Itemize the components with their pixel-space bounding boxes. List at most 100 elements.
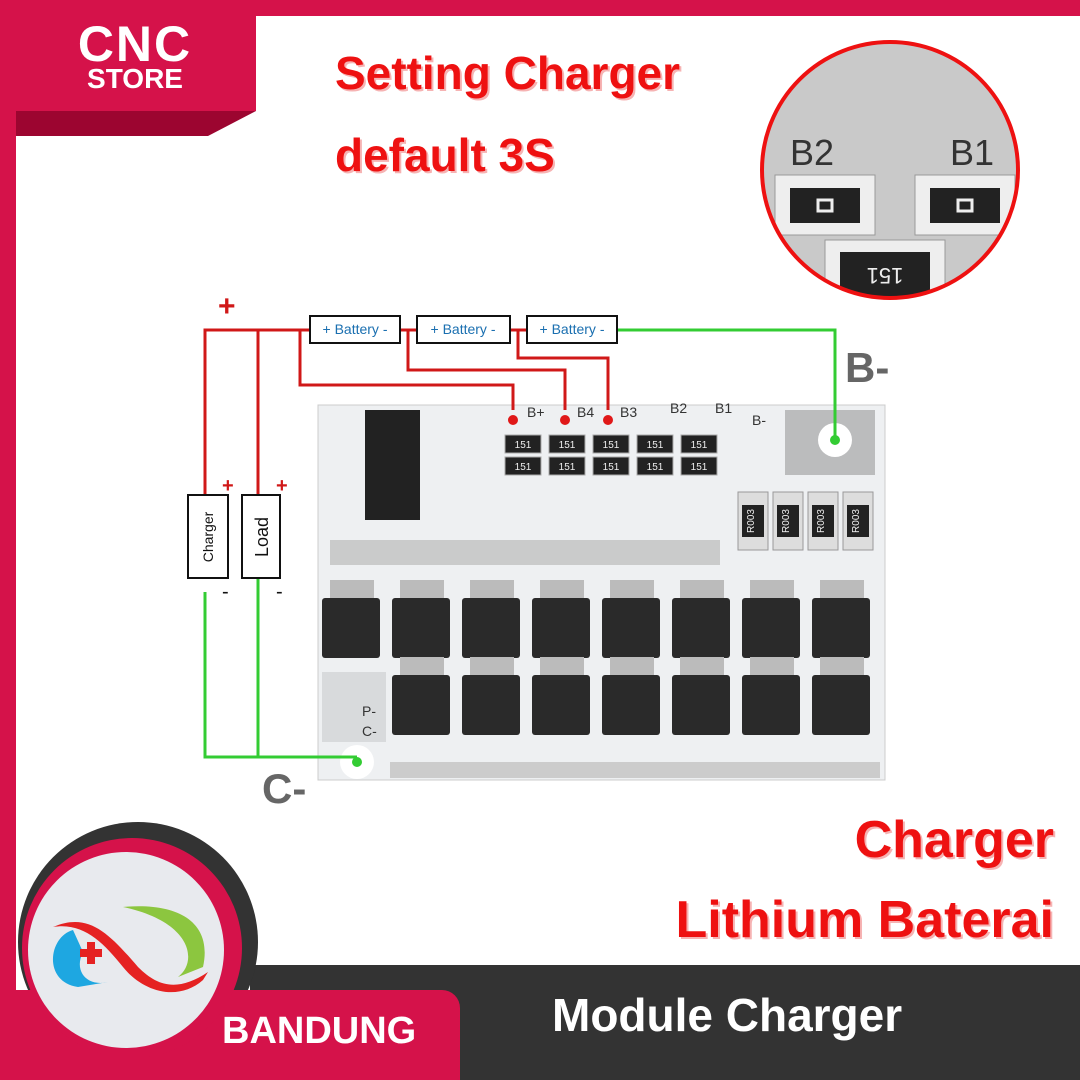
pcb-mosfet — [392, 598, 450, 658]
pcb-mosfet-tab — [400, 657, 444, 675]
pcb-label-b1: B1 — [715, 400, 732, 416]
pcb-mosfet-tab — [470, 657, 514, 675]
brand-subname: STORE — [87, 63, 183, 94]
pcb-resistor — [592, 456, 630, 476]
brand-city: BANDUNG — [222, 1010, 417, 1052]
pcb-shunt-code: R003 — [816, 509, 827, 533]
pcb-mosfet — [602, 598, 660, 658]
pcb-resistor — [548, 456, 586, 476]
pcb-mosfet-tab — [540, 657, 584, 675]
pcb-label-bplus: B+ — [527, 404, 545, 420]
pcb-mosfet-tab — [470, 580, 514, 598]
battery-2: + Battery - — [431, 321, 496, 337]
footer-logo — [28, 852, 224, 1048]
charger-plus: + — [222, 475, 234, 497]
product-category: Module Charger — [552, 989, 903, 1041]
inset-resistor-code: 151 — [867, 263, 904, 288]
frame-left — [0, 0, 16, 1080]
charger-label: Charger — [200, 511, 216, 562]
pcb-mosfet — [812, 598, 870, 658]
pcb-resistor — [680, 456, 718, 476]
pcb-pad-pc — [322, 672, 386, 742]
inset-label-b2: B2 — [790, 132, 834, 173]
pcb-mosfet-tab — [680, 657, 724, 675]
pcb-label-c: C- — [362, 723, 377, 739]
pcb-mosfet-tab — [820, 580, 864, 598]
pcb-mosfet-tab — [330, 580, 374, 598]
zoom-inset: B2 B1 151 — [760, 40, 1020, 300]
pcb-resistor — [548, 434, 586, 454]
pcb-mosfet-tab — [820, 657, 864, 675]
brand-logo-box — [16, 16, 256, 111]
pcb-mosfet — [672, 598, 730, 658]
product-title-line2: Lithium Baterai — [675, 891, 1055, 949]
pcb-mosfet — [322, 598, 380, 658]
pcb-mosfet — [742, 675, 800, 735]
pcb-label-bminus: B- — [752, 412, 766, 428]
pcb-resistor-code: 151 — [647, 440, 664, 451]
pcb-mosfet — [392, 675, 450, 735]
pcb-mosfet-tab — [610, 657, 654, 675]
pcb-label-p: P- — [362, 703, 376, 719]
frame-top — [0, 0, 1080, 16]
pcb-resistor-code: 151 — [559, 440, 576, 451]
pcb-resistor-code: 151 — [515, 462, 532, 473]
load-minus: - — [276, 581, 283, 603]
pcb-mosfet-tab — [400, 580, 444, 598]
pcb-resistor-code: 151 — [559, 462, 576, 473]
pcb-shunt-body — [812, 505, 834, 537]
c-minus-label: C- — [262, 765, 306, 812]
load-box — [241, 494, 281, 579]
pcb-resistor-code: 151 — [691, 440, 708, 451]
load-plus: + — [276, 475, 288, 497]
pcb-label-b3: B3 — [620, 404, 637, 420]
pcb-shunt-code: R003 — [851, 509, 862, 533]
pcb-resistor — [680, 434, 718, 454]
plus-terminal-label: + — [218, 290, 236, 323]
pcb-resistor — [636, 456, 674, 476]
pcb-shunt-body — [742, 505, 764, 537]
pcb-shunt-code: R003 — [746, 509, 757, 533]
pcb-resistor — [504, 456, 542, 476]
pcb-resistor — [592, 434, 630, 454]
pcb-mosfet — [742, 598, 800, 658]
wiring-diagram: 151 151 151 151 151 151 151 151 151 151 R003 R003 R… — [187, 290, 889, 812]
pcb-mosfet — [602, 675, 660, 735]
pcb-mosfet-tab — [610, 580, 654, 598]
battery-3: + Battery - — [540, 321, 605, 337]
pcb-label-b4: B4 — [577, 404, 594, 420]
charger-minus: - — [222, 581, 229, 603]
pcb-mosfet — [532, 675, 590, 735]
pcb-mosfet-tab — [680, 580, 724, 598]
pcb-mosfet-tab — [540, 580, 584, 598]
infinity-cross-icon — [53, 906, 208, 993]
pcb-mosfet-tab — [750, 657, 794, 675]
pcb-mosfet-tab — [750, 580, 794, 598]
battery-1: + Battery - — [323, 321, 388, 337]
pcb-shunt-code: R003 — [781, 509, 792, 533]
load-label: Load — [252, 517, 272, 557]
pcb-mosfet — [672, 675, 730, 735]
pcb-shunt-body — [847, 505, 869, 537]
product-title-line1: Charger — [854, 811, 1054, 869]
inset-label-b1: B1 — [950, 132, 994, 173]
pcb-resistor — [504, 434, 542, 454]
b-minus-label: B- — [845, 344, 889, 391]
charger-box — [187, 494, 229, 579]
pcb-label-b2: B2 — [670, 400, 687, 416]
brand-name: CNC — [77, 16, 193, 72]
pcb-resistor-code: 151 — [603, 462, 620, 473]
pcb-resistor — [636, 434, 674, 454]
pcb-shunt-body — [777, 505, 799, 537]
headline-line1: Setting Charger — [335, 47, 681, 99]
pcb-mosfet — [462, 675, 520, 735]
headline-line2: default 3S — [335, 129, 555, 181]
pcb-ic — [365, 410, 420, 520]
pcb-mosfet — [812, 675, 870, 735]
pcb-resistor-code: 151 — [603, 440, 620, 451]
pcb-resistor-code: 151 — [515, 440, 532, 451]
pcb-resistor-code: 151 — [691, 462, 708, 473]
pcb-mosfet — [462, 598, 520, 658]
brand-logo-bevel — [16, 111, 256, 136]
pcb-resistor-code: 151 — [647, 462, 664, 473]
